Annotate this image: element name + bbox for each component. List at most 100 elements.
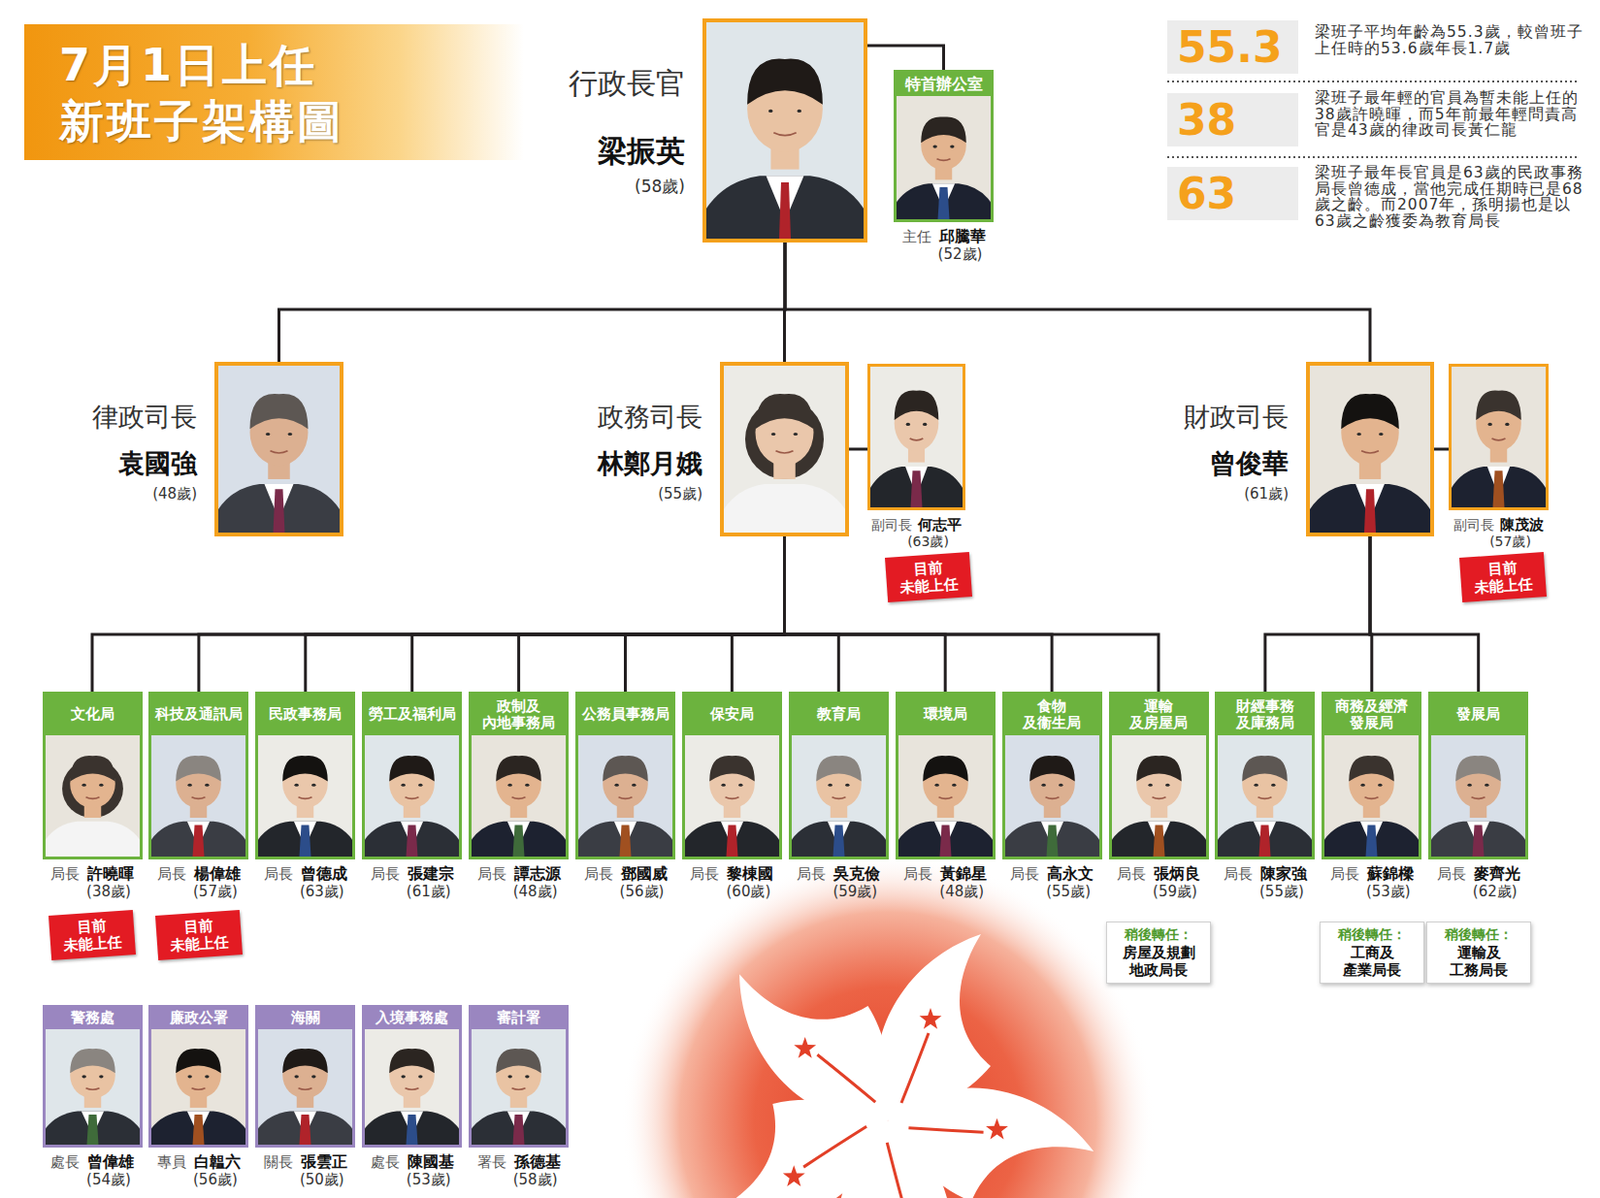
portrait-photo xyxy=(471,735,566,857)
photo-part xyxy=(298,1088,313,1091)
box-header: 警務處 xyxy=(45,1008,140,1030)
photo-part xyxy=(176,1048,223,1074)
official-name: 邱騰華 xyxy=(939,227,986,246)
box-header: 財經事務 及庫務局 xyxy=(1217,694,1312,736)
transfer-note: 稍後轉任：運輸及 工務局長 xyxy=(1426,921,1532,984)
photo-part xyxy=(832,825,845,858)
portrait-photo xyxy=(258,1029,353,1145)
photo-part xyxy=(706,22,864,239)
stat-number: 55.3 xyxy=(1167,20,1299,74)
official-name: 鄧國威 xyxy=(620,864,668,883)
photo-part xyxy=(1364,489,1376,533)
photo-part xyxy=(1487,423,1492,426)
official-name: 黎棟國 xyxy=(726,864,774,883)
photo-part xyxy=(258,821,353,857)
transfer-post: 房屋及規劃 地政局長 xyxy=(1114,944,1203,980)
photo-part xyxy=(405,1088,420,1091)
photo-part xyxy=(922,423,927,426)
official-photo-box: 行政長官梁振英(58歲) xyxy=(702,18,868,243)
photo-part xyxy=(258,735,353,857)
photo-part xyxy=(405,797,420,800)
official-name: 麥齊光 xyxy=(1473,864,1521,883)
official-name: 曾偉雄 xyxy=(87,1152,134,1172)
portrait-photo xyxy=(723,365,846,533)
portrait-photo xyxy=(218,365,340,533)
official-name: 陳家強 xyxy=(1260,864,1307,883)
photo-part xyxy=(768,109,773,113)
photo-part xyxy=(1136,755,1182,782)
name-row: 局長陳家強 xyxy=(1194,864,1336,885)
photo-part xyxy=(725,825,738,858)
bureau-box: 科技及通訊局局長楊偉雄(57歲) xyxy=(148,691,249,860)
name-row: 專員白韞六 xyxy=(128,1152,269,1174)
box-header: 廉政公署 xyxy=(151,1008,246,1030)
name-row: 局長麥齊光 xyxy=(1407,864,1549,885)
photo-part xyxy=(401,1075,406,1078)
bureau-box: 特首辦公室主任邱騰華(52歲) xyxy=(893,69,994,223)
photo-part xyxy=(827,783,832,787)
age-text: (55歲) xyxy=(1194,882,1336,902)
official-name: 曾俊華 xyxy=(1209,449,1289,479)
photo-part xyxy=(471,821,566,857)
photo-part xyxy=(508,783,513,787)
title-banner: 7月1日上任 新班子架構圖 xyxy=(24,24,524,161)
portrait-photo xyxy=(45,735,140,857)
official-name: 何志平 xyxy=(917,516,962,534)
stat-number: 38 xyxy=(1167,93,1299,147)
photo-part xyxy=(192,1088,206,1091)
photo-part xyxy=(1044,797,1059,800)
stat-note: 梁班子最年長官員是63歲的民政事務局長曾德成，當他完成任期時已是68歲之齡。而2… xyxy=(1314,164,1589,230)
photo-part xyxy=(273,489,286,533)
name-row: 副司長何志平 xyxy=(847,515,986,535)
connector-line xyxy=(1434,448,1449,452)
post-title: 局長 xyxy=(1223,865,1253,883)
name-row: 主任邱騰華 xyxy=(873,227,1014,248)
photo-part xyxy=(1152,825,1165,858)
photo-part xyxy=(1151,797,1166,800)
connector-line xyxy=(279,242,786,362)
photo-part xyxy=(791,821,886,857)
photo-part xyxy=(495,1048,542,1074)
title-text: 7月1日上任 新班子架構圖 xyxy=(59,37,380,150)
photo-part xyxy=(193,825,205,858)
post-title: 處長 xyxy=(50,1153,80,1172)
photo-part xyxy=(870,466,963,508)
post-title: 局長 xyxy=(1010,865,1040,883)
photo-part xyxy=(45,1110,140,1145)
photo-part xyxy=(45,821,140,857)
photo-part xyxy=(724,797,739,800)
photo-part xyxy=(389,1048,435,1074)
photo-part xyxy=(1324,735,1419,857)
photo-part xyxy=(1431,735,1526,857)
deputy-photo-box: 副司長何志平(63歲) xyxy=(867,363,966,511)
official-name: 孫德基 xyxy=(514,1152,561,1172)
name-row: 處長陳國基 xyxy=(341,1152,483,1174)
portrait-photo xyxy=(151,735,246,857)
official-name: 楊偉雄 xyxy=(194,864,241,883)
name-row: 局長黃錦星 xyxy=(875,864,1016,885)
age-text: (61歲) xyxy=(1243,486,1289,503)
connector-line xyxy=(848,448,868,452)
post-title: 署長 xyxy=(477,1153,507,1172)
post-title: 關長 xyxy=(263,1153,294,1172)
bureau-box: 教育局局長吳克儉(59歲) xyxy=(788,691,889,860)
photo-part xyxy=(1005,735,1100,857)
photo-part xyxy=(508,1075,513,1078)
bureau-box: 勞工及福利局局長張建宗(61歲) xyxy=(361,691,462,860)
photo-part xyxy=(85,797,99,800)
bauhinia-emblem xyxy=(694,934,1097,1198)
official-name: 譚志源 xyxy=(514,864,561,883)
age-text: (59歲) xyxy=(1088,882,1230,902)
photo-part xyxy=(364,1110,459,1145)
photo-part xyxy=(1058,783,1063,787)
age-text: (63歲) xyxy=(234,882,376,902)
age-text: (56歲) xyxy=(128,1171,269,1190)
photo-part xyxy=(364,1029,459,1145)
photo-part xyxy=(1349,755,1396,782)
portrait-photo xyxy=(364,1029,459,1145)
box-header: 保安局 xyxy=(685,694,780,736)
official-name: 張建宗 xyxy=(407,864,455,883)
portrait-photo xyxy=(1324,735,1419,857)
photo-part xyxy=(1504,423,1509,426)
